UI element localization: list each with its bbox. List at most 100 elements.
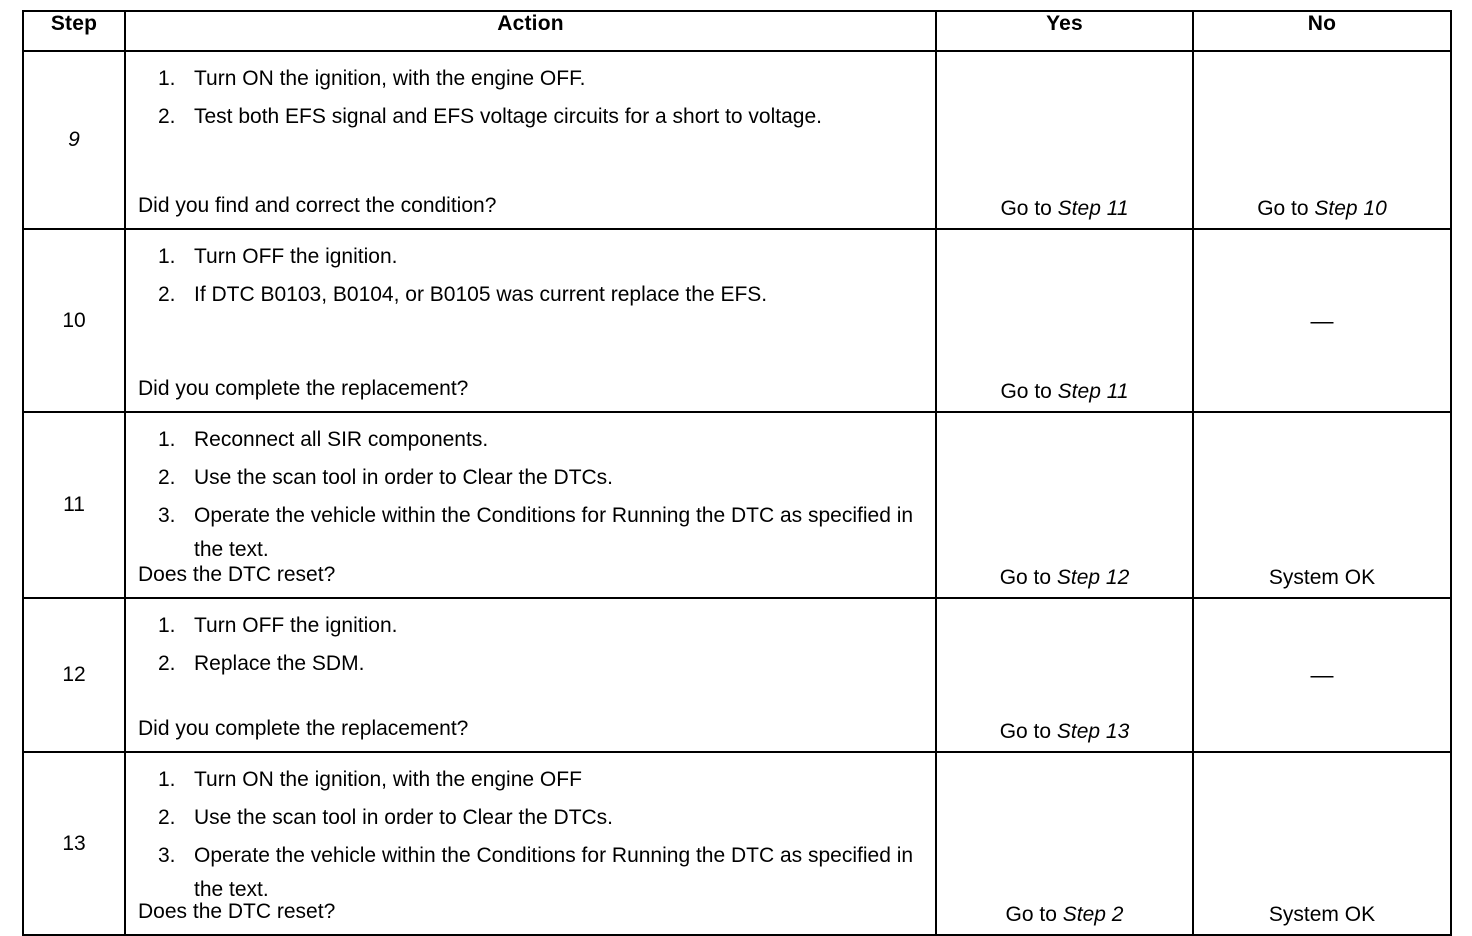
action-step-item: 2. If DTC B0103, B0104, or B0105 was curr… (138, 278, 925, 312)
no-answer-cell: — (1192, 228, 1452, 413)
em-dash-placeholder: — (1310, 307, 1334, 333)
step-number: 10 (62, 308, 86, 332)
action-step-text: Test both EFS signal and EFS voltage cir… (194, 105, 822, 129)
yes-answer-value: Go to Step 12 (937, 565, 1192, 590)
yes-answer-step-reference: Step 13 (1056, 719, 1130, 743)
no-answer-prefix: Go to (1257, 196, 1315, 220)
step-number: 13 (62, 831, 86, 855)
action-step-item: 3. Operate the vehicle within the Conditi… (138, 499, 925, 567)
column-header-action: Action (124, 10, 937, 52)
step-number-cell: 9 (22, 50, 126, 230)
action-step-item: 1. Turn ON the ignition, with the engine … (138, 763, 925, 797)
step-number: 12 (62, 663, 86, 686)
action-step-text: Reconnect all SIR components. (194, 428, 489, 451)
action-step-list: 1. Turn ON the ignition, with the engine … (138, 763, 925, 907)
table-row: 9 1. Turn ON the ignition, with the engine… (22, 50, 1452, 230)
step-number: 11 (63, 493, 85, 516)
yes-answer-value: Go to Step 13 (937, 719, 1192, 744)
action-step-list: 1. Turn ON the ignition, with the engine … (138, 62, 925, 134)
action-step-marker: 1. (158, 768, 176, 791)
no-answer-value: System OK (1194, 902, 1450, 927)
action-content: 1. Turn OFF the ignition. 2. Replace the SD… (138, 609, 925, 743)
action-step-text: If DTC B0103, B0104, or B0105 was curren… (194, 283, 768, 307)
action-content: 1.Turn OFF the ignition. 2. If DTC B0103, … (138, 240, 925, 403)
action-step-marker: 3. (158, 504, 176, 528)
action-step-marker: 2. (158, 283, 176, 307)
em-dash-placeholder: — (1310, 661, 1334, 688)
yes-answer-step-reference: Step 11 (1057, 379, 1129, 403)
action-cell: 1.Turn OFF the ignition. 2. If DTC B0103, … (124, 228, 937, 413)
action-step-list: 1. Turn OFF the ignition. 2. Replace the SD… (138, 609, 925, 681)
action-step-text: Replace the SDM. (194, 652, 365, 676)
action-step-item: 1. Reconnect all SIR components. (138, 423, 925, 457)
action-step-list: 1. Reconnect all SIR components. 2. Use the… (138, 423, 925, 567)
no-answer-cell: — (1192, 597, 1452, 753)
action-step-item: 1.Turn OFF the ignition. (138, 240, 925, 274)
action-step-item: 3. Operate the vehicle within the Conditi… (138, 839, 925, 907)
diagnostic-step-table: Step Action Yes No 9 1. Turn ON the igniti… (22, 10, 1452, 936)
action-step-item: 1. Turn ON the ignition, with the engine … (138, 62, 925, 96)
no-answer-value: — (1194, 661, 1450, 688)
action-step-text: Turn ON the ignition, with the engine OF… (194, 768, 582, 791)
yes-answer-prefix: Go to (1000, 379, 1058, 403)
action-step-marker: 2. (158, 466, 176, 490)
action-content: 1. Turn ON the ignition, with the engine … (138, 62, 925, 220)
page-root: Step Action Yes No 9 1. Turn ON the igniti… (22, 10, 1452, 936)
action-cell: 1. Reconnect all SIR components. 2. Use the… (124, 411, 937, 599)
action-step-marker: 1. (158, 428, 176, 451)
action-step-text: Use the scan tool in order to Clear the … (194, 466, 614, 490)
header-row: Step Action Yes No (22, 10, 1452, 52)
no-answer-cell: Go to Step 10 (1192, 50, 1452, 230)
step-number-cell: 13 (22, 751, 126, 936)
action-step-marker: 1. (158, 67, 176, 90)
yes-answer-value: Go to Step 2 (937, 902, 1192, 927)
action-step-list: 1.Turn OFF the ignition. 2. If DTC B0103, … (138, 240, 925, 312)
column-header-step: Step (22, 10, 126, 52)
action-step-marker: 1. (158, 614, 176, 637)
yes-answer-prefix: Go to (999, 565, 1057, 589)
yes-answer-cell: Go to Step 2 (935, 751, 1194, 936)
action-cell: 1. Turn ON the ignition, with the engine … (124, 50, 937, 230)
step-number-cell: 11 (22, 411, 126, 599)
yes-answer-step-reference: Step 11 (1057, 196, 1129, 220)
action-cell: 1. Turn OFF the ignition. 2. Replace the SD… (124, 597, 937, 753)
action-step-text: Turn OFF the ignition. (194, 614, 398, 637)
yes-answer-cell: Go to Step 12 (935, 411, 1194, 599)
yes-answer-step-reference: Step 2 (1062, 902, 1124, 926)
yes-answer-prefix: Go to (999, 719, 1057, 743)
action-question: Did you complete the replacement? (138, 716, 469, 740)
action-question: Does the DTC reset? (138, 562, 336, 586)
column-header-yes: Yes (935, 10, 1194, 52)
action-question: Does the DTC reset? (138, 899, 336, 923)
step-number-cell: 10 (22, 228, 126, 413)
action-step-item: 2. Use the scan tool in order to Clear th… (138, 461, 925, 495)
yes-answer-prefix: Go to (1000, 196, 1058, 220)
yes-answer-prefix: Go to (1005, 902, 1063, 926)
yes-answer-value: Go to Step 11 (937, 379, 1192, 404)
action-step-marker: 2. (158, 652, 176, 676)
no-answer-value: Go to Step 10 (1194, 196, 1450, 221)
action-step-text: Operate the vehicle within the Condition… (194, 844, 914, 902)
no-answer-cell: System OK (1192, 411, 1452, 599)
table-row: 11 1. Reconnect all SIR components. 2. Use t… (22, 411, 1452, 599)
action-step-item: 2. Replace the SDM. (138, 647, 925, 681)
no-answer-value: System OK (1194, 565, 1450, 590)
no-answer-value: — (1194, 309, 1450, 332)
table-body: 9 1. Turn ON the ignition, with the engine… (22, 50, 1452, 936)
action-step-item: 2. Test both EFS signal and EFS voltage c… (138, 100, 925, 134)
yes-answer-step-reference: Step 12 (1056, 565, 1130, 589)
no-answer-cell: System OK (1192, 751, 1452, 936)
action-step-marker: 3. (158, 844, 176, 868)
action-cell: 1. Turn ON the ignition, with the engine … (124, 751, 937, 936)
table-row: 12 1. Turn OFF the ignition. 2. Replace the … (22, 597, 1452, 753)
yes-answer-cell: Go to Step 11 (935, 50, 1194, 230)
step-number: 9 (68, 128, 80, 151)
no-answer-step-reference: Step 10 (1314, 196, 1387, 220)
action-step-marker: 2. (158, 105, 176, 129)
action-step-text: Turn ON the ignition, with the engine OF… (194, 67, 586, 90)
action-step-text: Operate the vehicle within the Condition… (194, 504, 914, 562)
action-content: 1. Reconnect all SIR components. 2. Use the… (138, 423, 925, 589)
action-step-text: Use the scan tool in order to Clear the … (194, 806, 614, 830)
action-content: 1. Turn ON the ignition, with the engine … (138, 763, 925, 926)
table-row: 10 1.Turn OFF the ignition. 2. If DTC B0103… (22, 228, 1452, 413)
